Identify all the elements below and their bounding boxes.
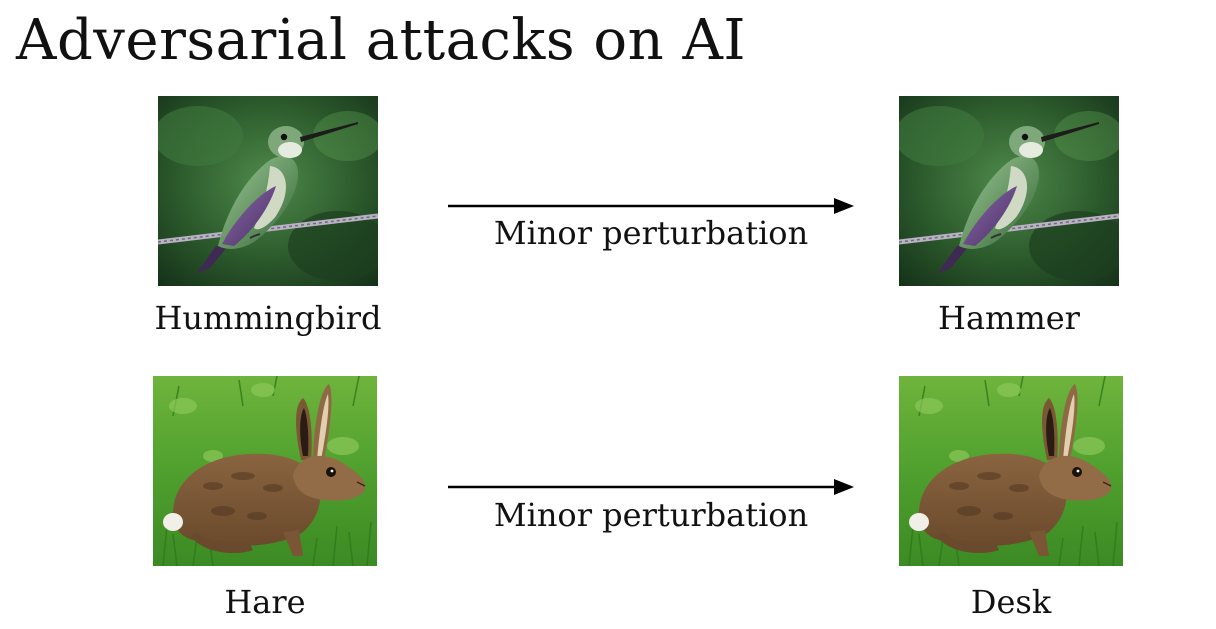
perturbation-label: Minor perturbation bbox=[493, 496, 809, 534]
original-label-hare: Hare bbox=[224, 583, 306, 621]
hummingbird-perturbed-image bbox=[899, 96, 1119, 286]
perturbation-label: Minor perturbation bbox=[493, 214, 809, 252]
hummingbird-icon bbox=[158, 96, 378, 286]
adversarial-label-desk: Desk bbox=[970, 583, 1052, 621]
original-label-hummingbird: Hummingbird bbox=[154, 299, 382, 337]
adversarial-label-hammer: Hammer bbox=[938, 299, 1080, 337]
slide-title: Adversarial attacks on AI bbox=[16, 8, 746, 73]
hummingbird-original-image bbox=[158, 96, 378, 286]
hare-icon bbox=[899, 376, 1123, 566]
perturbation-arrow bbox=[448, 196, 854, 216]
hare-original-image bbox=[153, 376, 377, 566]
hare-perturbed-image bbox=[899, 376, 1123, 566]
hummingbird-icon bbox=[899, 96, 1119, 286]
hare-icon bbox=[153, 376, 377, 566]
perturbation-arrow bbox=[448, 477, 854, 497]
arrow-right-icon bbox=[448, 479, 854, 495]
arrow-right-icon bbox=[448, 198, 854, 214]
